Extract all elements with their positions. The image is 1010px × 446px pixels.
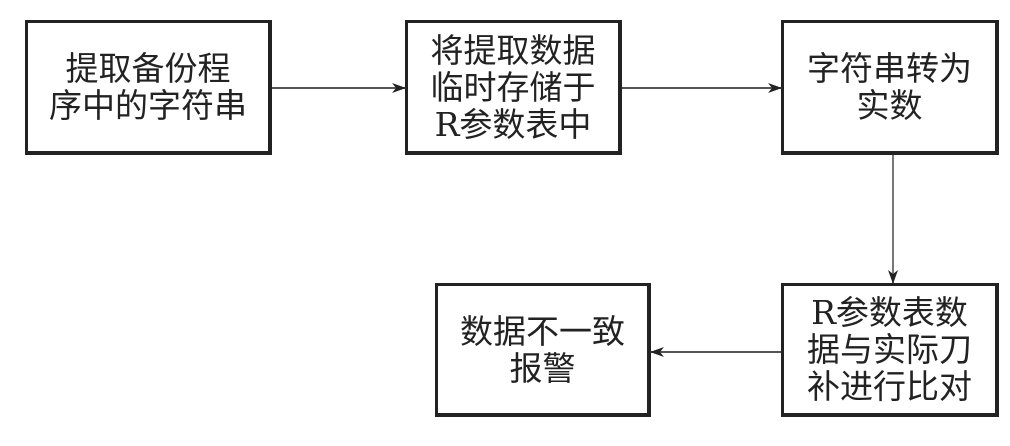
node-text: 提取备份程 xyxy=(65,49,231,88)
node-text: 数据不一致 xyxy=(460,311,625,351)
node-text: 补进行比对 xyxy=(807,367,972,406)
node-text: R参数表中 xyxy=(434,104,592,144)
node-text: 据与实际刀 xyxy=(807,330,972,369)
node-text: 报警 xyxy=(509,348,576,388)
node-compare: R参数表数据与实际刀补进行比对 xyxy=(781,283,999,417)
node-alarm: 数据不一致报警 xyxy=(435,283,651,417)
node-text: R参数表数 xyxy=(811,293,968,332)
node-text: 字符串转为 xyxy=(807,49,972,88)
node-text: 将提取数据 xyxy=(430,30,596,70)
node-text: 临时存储于 xyxy=(430,67,596,107)
node-text: 序中的字符串 xyxy=(49,86,247,125)
node-text: 实数 xyxy=(856,86,923,125)
node-extract-strings: 提取备份程序中的字符串 xyxy=(25,20,272,155)
node-convert-to-real: 字符串转为实数 xyxy=(781,20,999,155)
